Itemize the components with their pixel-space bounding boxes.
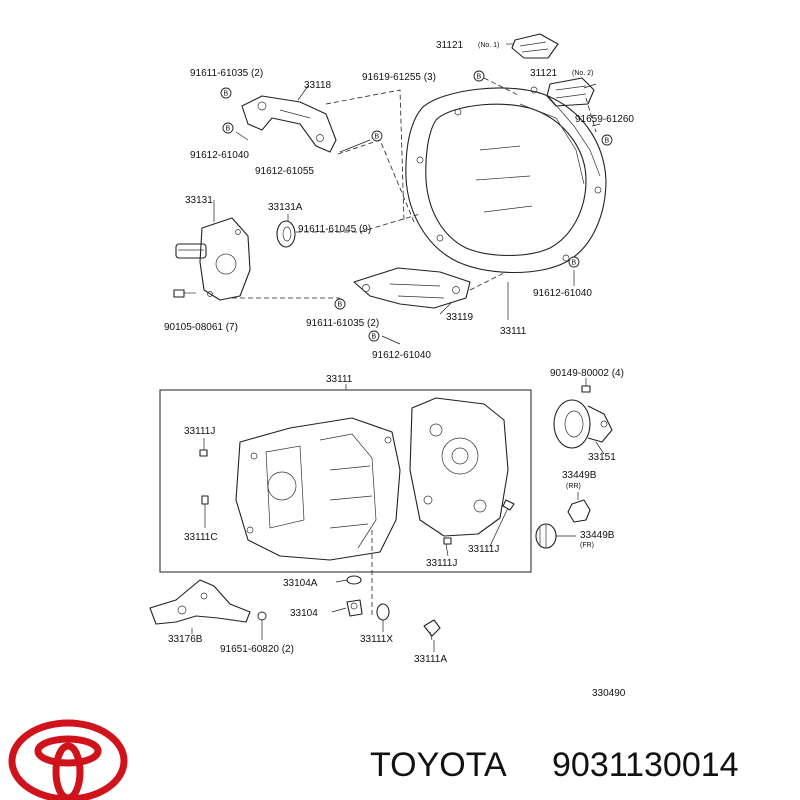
brand-name: TOYOTA [370,746,507,784]
part-label: 91611-61035 (2) [306,318,379,329]
logo-vertical-ring [52,742,84,800]
part-label: 91611-61045 (9) [298,224,371,235]
sleeve-33449b-fr-part [535,523,557,549]
part-label: 91611-61035 (2) [190,68,263,79]
part-label: 33111X [360,634,393,645]
part-label: 91612-61040 [533,288,592,299]
case-assembly-box [159,389,532,573]
leader-lines-right [556,378,605,537]
bolt-markers: B B B B B B B B [220,70,613,342]
part-label: 91659-61260 [575,114,634,125]
oil-seal-33131a-part [276,220,296,248]
part-label: 33111C [184,532,218,543]
plug-33104-part [346,599,363,617]
bolt-90105-08061-part [173,289,196,298]
part-label: 33104 [290,608,318,619]
pins [199,449,515,545]
part-label: 90149-80002 (4) [550,368,624,379]
part-label: 33111J [426,558,457,569]
part-label-sub: (FR) [580,542,594,549]
part-label: 33119 [446,312,474,323]
bracket-33118-part [241,95,337,153]
bracket-33119-part [353,267,471,309]
part-label: 33111A [414,654,447,665]
bolt-letter: B [224,91,229,98]
lever-33176b-part [149,579,251,625]
toyota-logo-icon [8,719,128,800]
part-label: 91651-60820 (2) [220,644,294,655]
part-label: 91619-61255 (3) [362,72,436,83]
bolt-91651-part [257,611,267,640]
part-label-sub: (No. 1) [478,42,499,49]
part-label: 33131 [185,195,213,206]
bolt-letter: B [572,260,577,267]
part-label: 33449B [562,470,597,481]
figure-number: 330490 [592,688,626,699]
bolt-letter: B [477,74,482,81]
part-label: 33111 [500,326,527,337]
part-number: 9031130014 [552,746,739,784]
part-label: 33449B [580,530,615,541]
part-label: 33111 [326,374,353,385]
sensor-33111a-part [423,619,441,641]
part-label: 33131A [268,202,303,213]
pad-31121-no1-part [511,33,559,59]
bolt-letter: B [372,334,377,341]
logo-horizontal-ring [34,735,102,767]
part-label: 90105-08061 (7) [164,322,238,333]
bolt-letter: B [226,126,231,133]
seal-33111x-part [376,603,390,621]
part-label: 33176B [168,634,203,645]
part-label: 33118 [304,80,332,91]
extension-housing-part [409,397,509,537]
part-label: 91612-61055 [255,166,314,177]
rear-seal-retainer-33151-part [553,385,613,449]
leader-lines-top [213,43,601,345]
part-label: 31121 [436,40,464,51]
transmission-case-part [235,417,401,561]
leader-lines-box [203,438,509,616]
leader-lines-bottom [191,579,435,652]
part-label: 91612-61040 [372,350,431,361]
part-label: 33111J [468,544,499,555]
part-label: 91612-61040 [190,150,249,161]
assembly-dashed-lines [232,77,597,299]
part-label: 33111J [184,426,215,437]
part-label: 33151 [588,452,616,463]
bolt-letter: B [338,302,343,309]
bolt-letter: B [375,134,380,141]
part-labels: 31121 (No. 1) 31121 (No. 2) 91611-61035 … [164,40,634,699]
part-label: 33104A [283,578,318,589]
part-label-sub: (RR) [566,483,581,490]
bolt-letter: B [605,138,610,145]
bearing-retainer-33131-part [175,217,251,301]
part-label: 31121 [530,68,558,79]
part-label-sub: (No. 2) [572,70,593,77]
o-ring-33104a-part [346,575,362,585]
sleeve-33449b-rr-part [567,499,591,523]
